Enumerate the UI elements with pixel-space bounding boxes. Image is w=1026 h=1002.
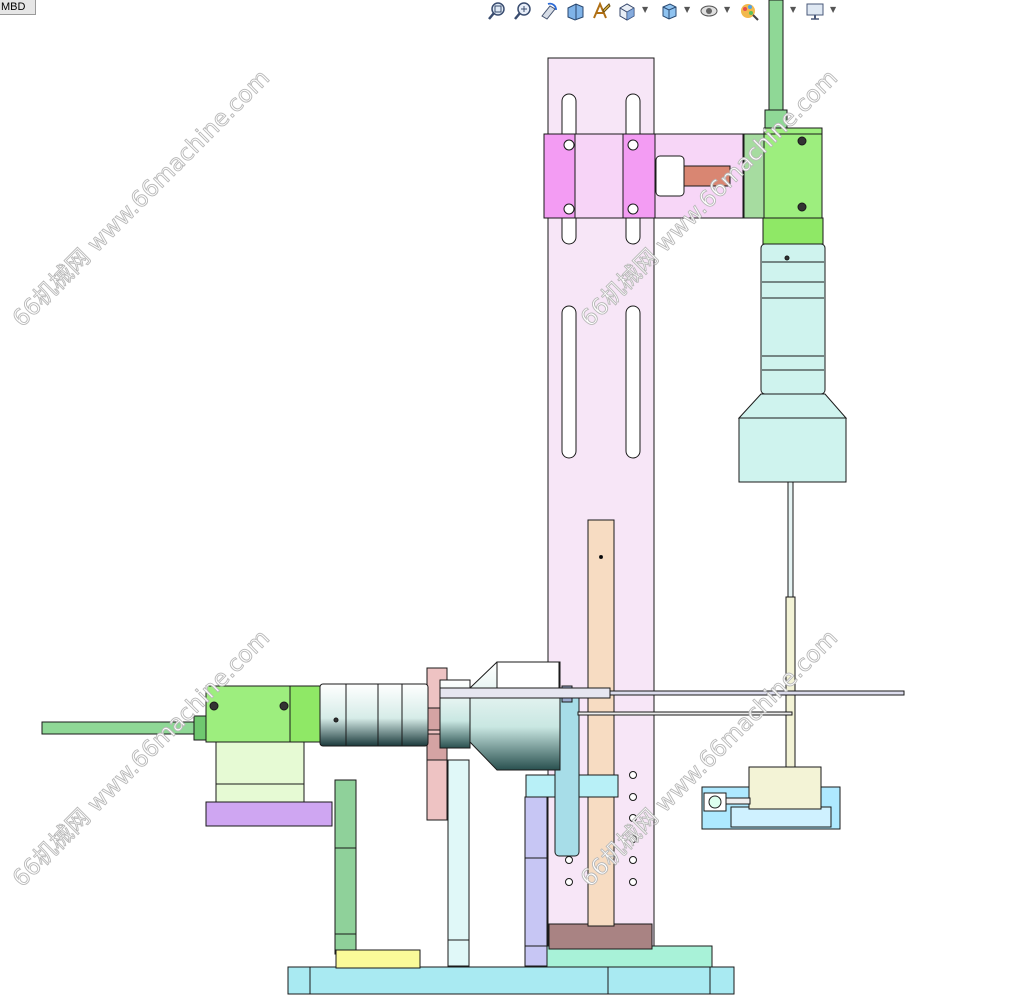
zoom-to-area-icon[interactable] [512, 0, 534, 22]
section-view-icon[interactable] [564, 0, 586, 22]
column-slot [561, 305, 577, 459]
dynamic-annotation-view-icon[interactable] [590, 0, 612, 22]
top-lens-hood [738, 417, 847, 483]
display-style-menu-caret[interactable]: ▼ [684, 5, 691, 14]
watermark-text: 66机械网 www.66machine.com [8, 65, 275, 332]
top-camera-body [763, 127, 823, 219]
bracket-slot [655, 155, 685, 197]
yellow-foot-block [335, 949, 421, 969]
view-orientation-icon[interactable] [616, 0, 638, 22]
purple-support-plate [205, 801, 333, 827]
view-settings-menu-caret[interactable]: ▼ [830, 5, 837, 14]
bracket-block [683, 165, 731, 187]
bracket-window [574, 133, 624, 219]
green-support-post [334, 779, 357, 955]
slide-strip [587, 519, 615, 927]
previous-view-icon[interactable] [538, 0, 560, 22]
lavender-post [524, 796, 548, 967]
watermark-layer: 66机械网 www.66machine.com 66机械网 www.66mach… [7, 65, 843, 893]
base-plate [287, 966, 735, 995]
column-foot-block [548, 923, 653, 950]
hide-show-items-menu-caret[interactable]: ▼ [724, 5, 731, 14]
side-camera-lens [319, 683, 429, 747]
hide-show-items-icon[interactable] [698, 0, 720, 22]
mbd-tab[interactable]: MBD [0, 0, 36, 15]
column-slot [625, 305, 641, 459]
camera-support-block [215, 741, 305, 807]
light-support-post [447, 759, 470, 967]
top-lens-flare [737, 393, 848, 419]
view-orientation-menu-caret[interactable]: ▼ [642, 5, 649, 14]
apply-scene-menu-caret[interactable]: ▼ [790, 5, 797, 14]
zoom-to-fit-icon[interactable] [486, 0, 508, 22]
top-camera-lens [760, 243, 826, 395]
view-settings-icon[interactable] [804, 0, 826, 22]
right-fixture-block [748, 766, 822, 810]
display-style-icon[interactable] [658, 0, 680, 22]
top-camera-cable [768, 0, 784, 121]
edit-appearance-icon[interactable] [738, 0, 760, 22]
